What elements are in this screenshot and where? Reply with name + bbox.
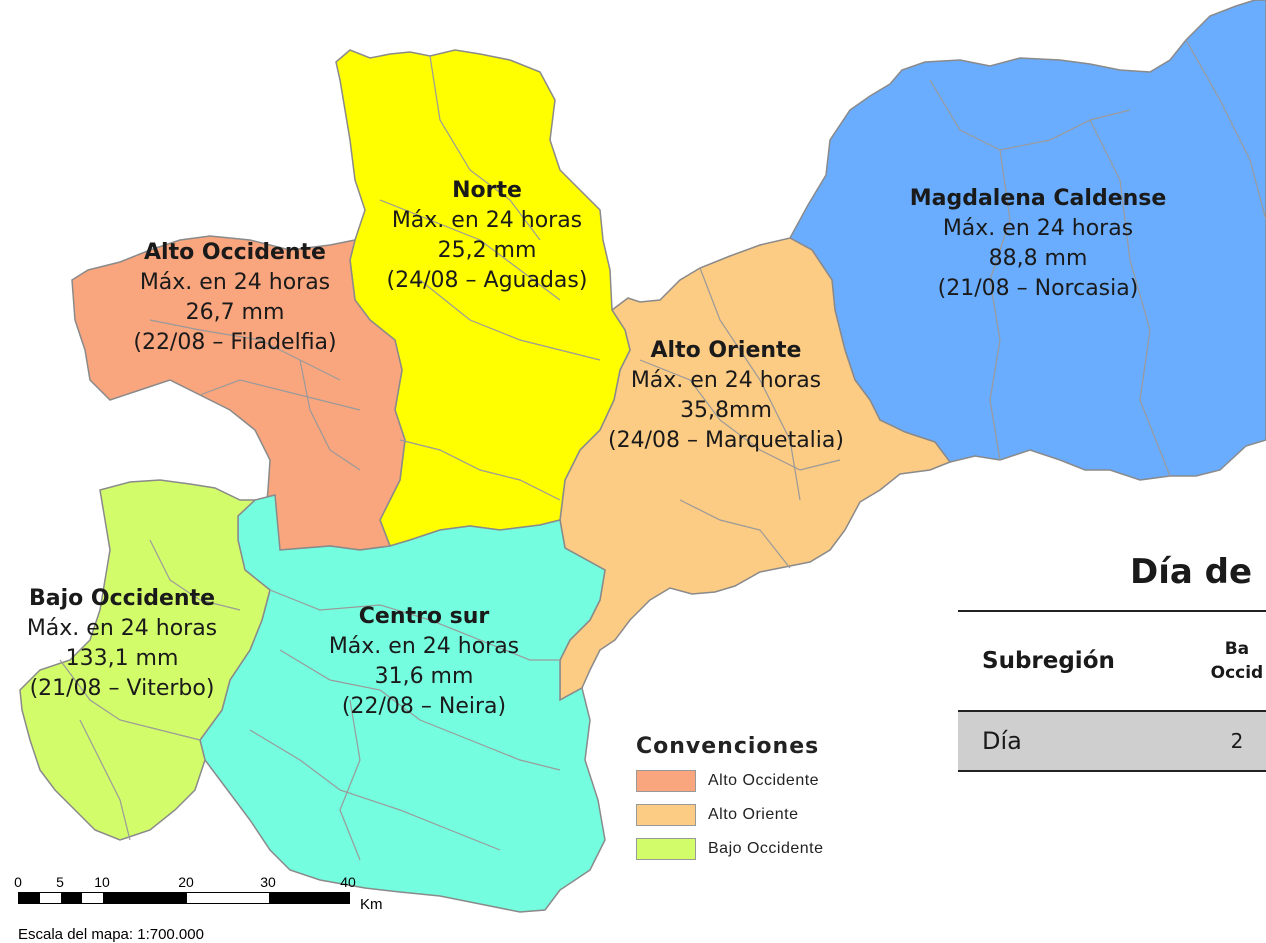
scale-tick: 5 <box>56 874 64 890</box>
data-table: Subregión Ba Occid Día 2 <box>958 610 1266 772</box>
legend-swatch <box>636 838 696 860</box>
scale-tick: 10 <box>94 874 110 890</box>
scale-tick: 40 <box>340 874 356 890</box>
scale-text: Escala del mapa: 1:700.000 <box>18 926 204 943</box>
legend-item: Bajo Occidente <box>636 837 824 861</box>
scale-tick: 0 <box>14 874 22 890</box>
region-value: 26,7 mm <box>185 300 285 325</box>
label-alto-oriente: Alto Oriente Máx. en 24 horas 35,8mm (24… <box>576 336 876 456</box>
region-name: Centro sur <box>358 604 490 629</box>
legend-title: Convenciones <box>636 734 820 759</box>
label-norte: Norte Máx. en 24 horas 25,2 mm (24/08 – … <box>362 176 612 296</box>
table-header-col: Ba Occid <box>1196 610 1266 711</box>
region-date: (21/08 – Viterbo) <box>29 676 215 701</box>
region-stat: Máx. en 24 horas <box>26 616 218 641</box>
table-row-value: 2 <box>1196 710 1266 772</box>
region-date: (22/08 – Neira) <box>341 694 507 719</box>
region-date: (21/08 – Norcasia) <box>937 276 1139 301</box>
legend-label: Bajo Occidente <box>708 840 824 857</box>
region-value: 133,1 mm <box>65 646 179 671</box>
scale-tick: 20 <box>178 874 194 890</box>
legend-swatch <box>636 804 696 826</box>
label-bajo-occidente: Bajo Occidente Máx. en 24 horas 133,1 mm… <box>0 584 244 704</box>
region-name: Alto Oriente <box>650 338 802 363</box>
region-stat: Máx. en 24 horas <box>391 208 583 233</box>
table-header-col-line1: Ba <box>1224 639 1250 659</box>
label-centro-sur: Centro sur Máx. en 24 horas 31,6 mm (22/… <box>296 602 552 722</box>
region-name: Bajo Occidente <box>28 586 216 611</box>
region-stat: Máx. en 24 horas <box>139 270 331 295</box>
municipal-boundaries <box>59 39 1266 861</box>
scale-bar: 0 5 10 20 30 40 Km <box>14 874 382 913</box>
region-value: 35,8mm <box>680 398 772 423</box>
legend-swatch <box>636 770 696 792</box>
table-row-label: Día <box>958 710 1197 772</box>
region-stat: Máx. en 24 horas <box>328 634 520 659</box>
region-date: (24/08 – Aguadas) <box>386 268 588 293</box>
region-stat: Máx. en 24 horas <box>630 368 822 393</box>
region-name: Alto Occidente <box>144 240 326 265</box>
region-name: Magdalena Caldense <box>909 186 1167 211</box>
scale-tick: 30 <box>260 874 276 890</box>
region-name: Norte <box>452 178 522 203</box>
scale-ticks: 0 5 10 20 30 40 <box>14 874 378 892</box>
label-magdalena-caldense: Magdalena Caldense Máx. en 24 horas 88,8… <box>888 184 1188 304</box>
region-stat: Máx. en 24 horas <box>942 216 1134 241</box>
legend-label: Alto Occidente <box>708 772 820 789</box>
scale-unit: Km <box>360 896 383 913</box>
region-value: 88,8 mm <box>988 246 1088 271</box>
region-date: (24/08 – Marquetalia) <box>608 428 844 453</box>
legend-item: Alto Oriente <box>636 803 824 827</box>
table-title: Día de <box>1130 552 1253 592</box>
region-value: 25,2 mm <box>437 238 537 263</box>
region-date: (22/08 – Filadelfia) <box>133 330 337 355</box>
table-header-col-line2: Occid <box>1210 663 1264 683</box>
legend-label: Alto Oriente <box>708 806 799 823</box>
legend-item: Alto Occidente <box>636 769 824 793</box>
table-header-label: Subregión <box>958 610 1197 711</box>
region-value: 31,6 mm <box>374 664 474 689</box>
label-alto-occidente: Alto Occidente Máx. en 24 horas 26,7 mm … <box>100 238 370 358</box>
scale-segments <box>18 892 350 904</box>
region-bajo-occidente[interactable] <box>19 479 271 841</box>
legend: Convenciones Alto Occidente Alto Oriente… <box>636 734 824 861</box>
